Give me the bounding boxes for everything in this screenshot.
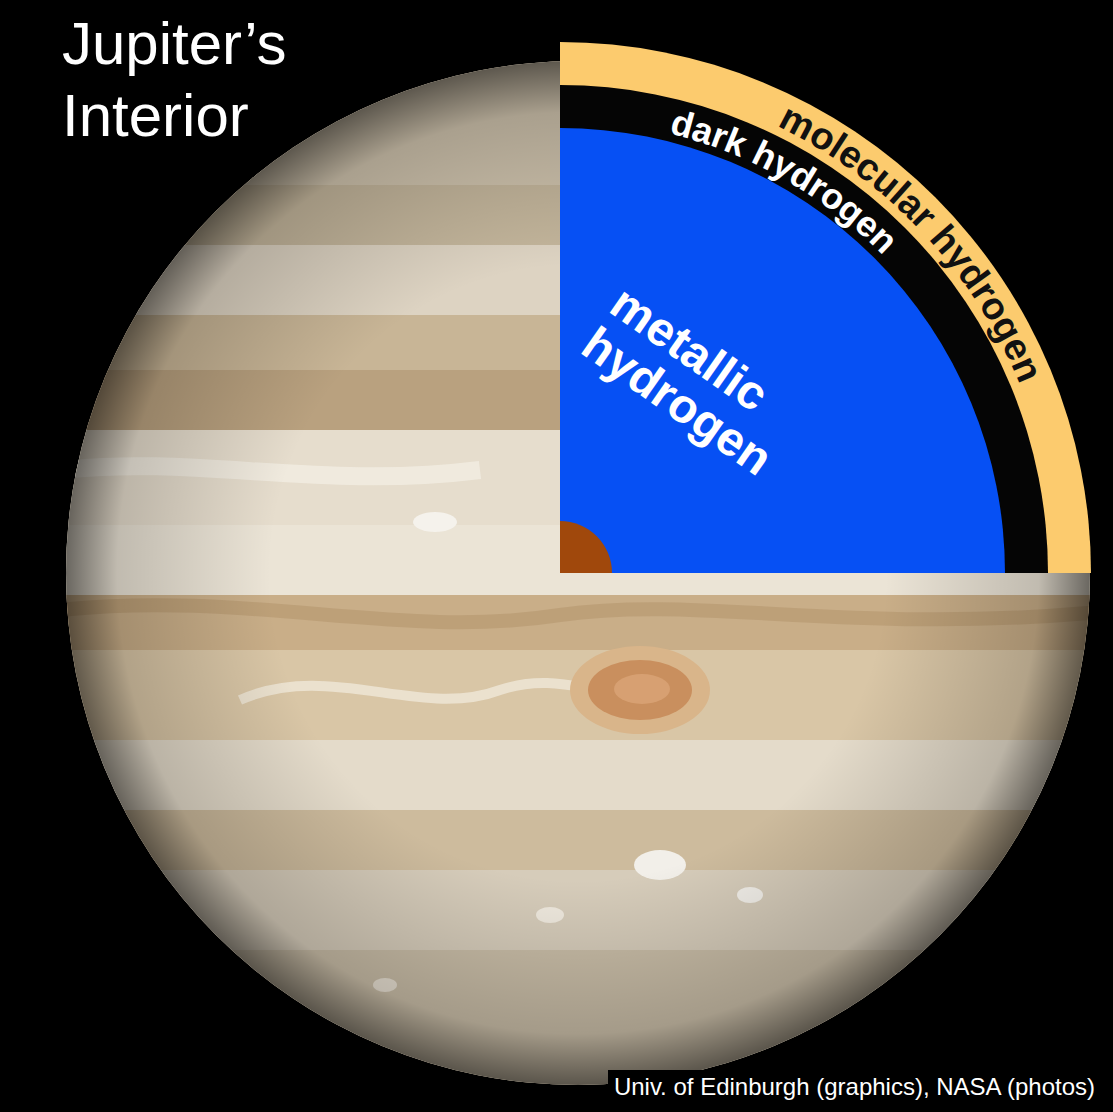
core-fill bbox=[560, 521, 612, 573]
band-label-text: molecular hydrogen bbox=[773, 95, 1051, 388]
diagram-title: Jupiter’s Interior bbox=[62, 8, 362, 152]
photo-credit: Univ. of Edinburgh (graphics), NASA (pho… bbox=[608, 1070, 1101, 1104]
band-label: molecular hydrogen bbox=[773, 95, 1051, 388]
band-label-layer: molecular hydrogen bbox=[560, 42, 1091, 573]
layer-fill bbox=[560, 128, 1005, 573]
layer-fill bbox=[560, 42, 1091, 573]
layer-fill bbox=[560, 85, 1048, 573]
layer-region: metallic hydrogendark hydrogenmolecular … bbox=[560, 42, 1091, 573]
